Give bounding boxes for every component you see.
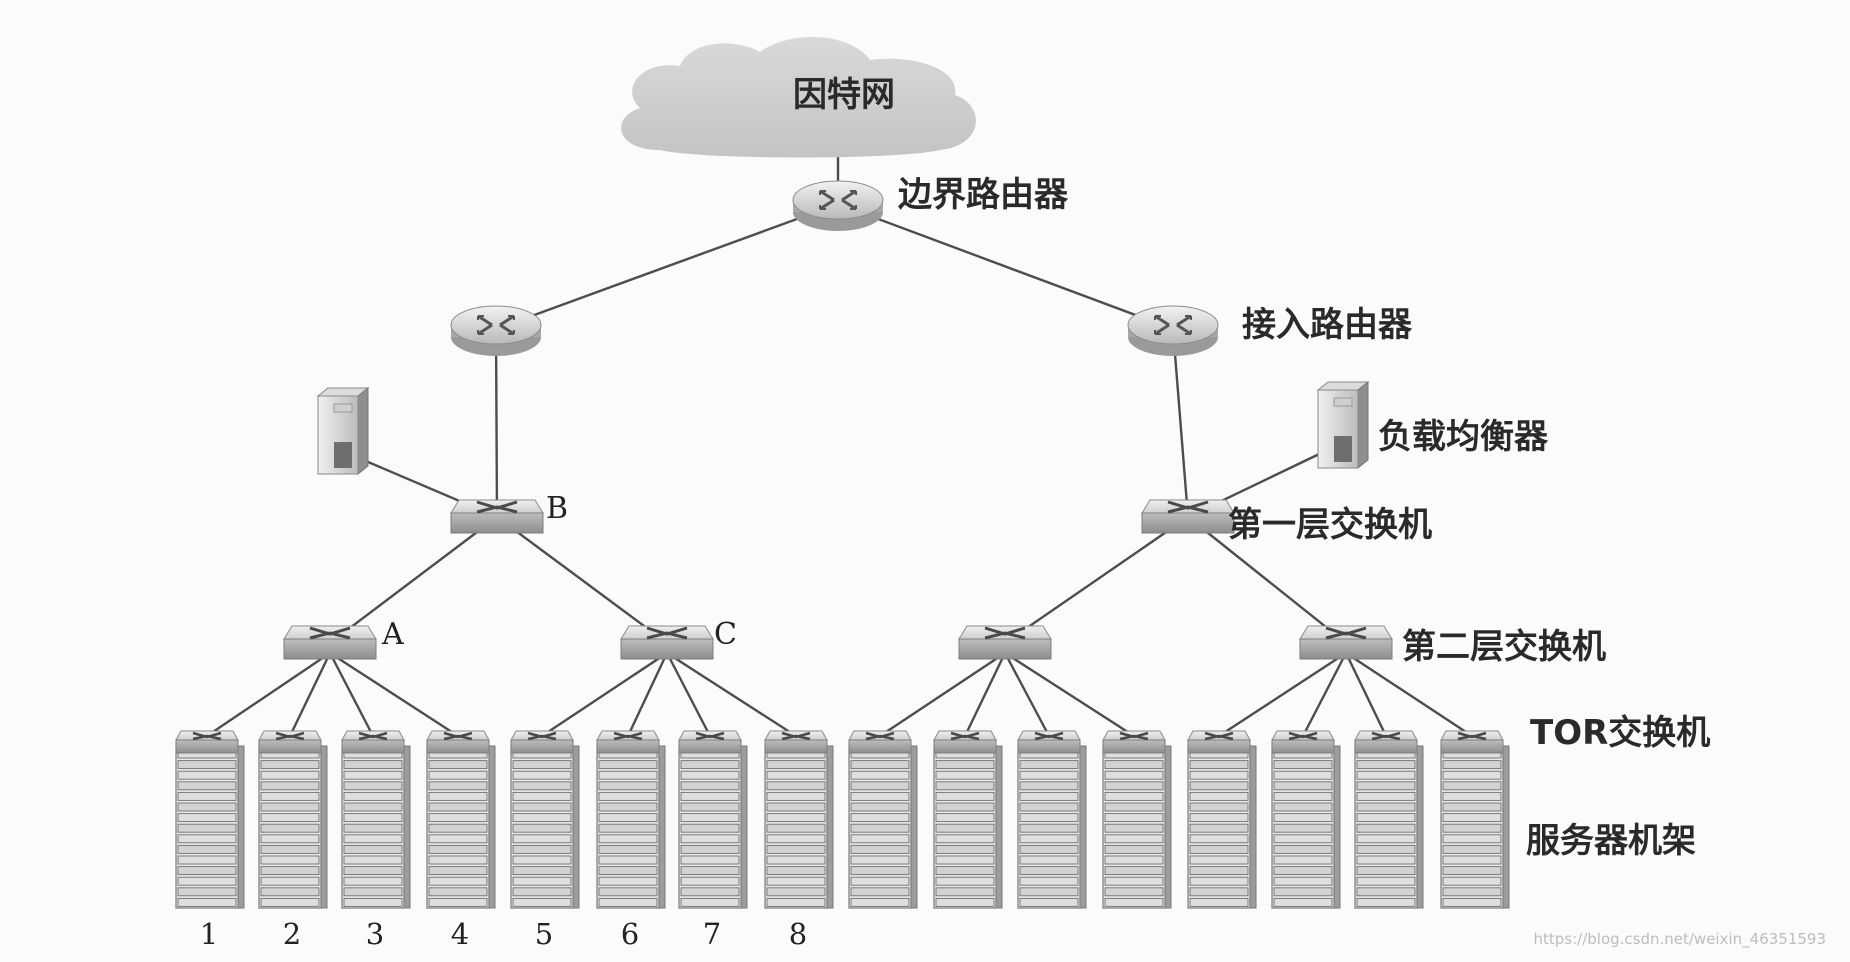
server-rack — [1187, 745, 1257, 909]
tor-switch-icon — [1439, 729, 1505, 755]
tor-switch-icon — [932, 729, 998, 755]
link — [1003, 652, 1051, 737]
tor-switch-icon — [425, 729, 491, 755]
access-router-icon — [1126, 304, 1220, 358]
border-router-label: 边界路由器 — [898, 175, 1068, 215]
link — [879, 652, 1006, 737]
link — [288, 652, 332, 737]
tor-switch-icon — [763, 729, 829, 755]
server-rack — [848, 745, 918, 909]
load-balancer-label: 负载均衡器 — [1378, 417, 1548, 457]
server-rack — [933, 745, 1003, 909]
internet-cloud — [621, 37, 976, 158]
switch-letter-c: C — [714, 617, 737, 652]
server-rack — [764, 745, 834, 909]
tier1-switch-label: 第一层交换机 — [1228, 505, 1432, 545]
link — [1004, 516, 1189, 644]
link — [1218, 651, 1347, 738]
tier2-switch-icon — [1298, 624, 1394, 661]
rack-number: 2 — [282, 917, 302, 951]
link — [837, 202, 1174, 331]
link — [329, 516, 498, 644]
server-rack — [1354, 745, 1424, 909]
link — [1345, 651, 1473, 738]
tor-switch-icon — [677, 729, 743, 755]
server-rack — [258, 745, 328, 909]
tor-switch-icon — [257, 729, 323, 755]
link — [541, 652, 668, 737]
access-router-label: 接入路由器 — [1242, 305, 1412, 345]
link — [1004, 651, 1135, 738]
rack-number: 4 — [450, 917, 470, 951]
link — [626, 652, 669, 737]
server-rack — [596, 745, 666, 909]
border-router-icon — [791, 179, 885, 233]
switch-letter-b: B — [546, 491, 569, 526]
tor-switch-icon — [174, 729, 240, 755]
tor-switch-icon — [509, 729, 575, 755]
tor-switch-icon — [1101, 729, 1167, 755]
server-rack — [341, 745, 411, 909]
link — [494, 328, 499, 518]
link — [496, 516, 668, 644]
tor-switch-icon — [595, 729, 661, 755]
tier2-switch-label: 第二层交换机 — [1402, 627, 1606, 667]
rack-number: 1 — [199, 917, 219, 951]
switch-letter-a: A — [382, 617, 404, 652]
server-rack — [1017, 745, 1087, 909]
tor-switch-icon — [1016, 729, 1082, 755]
link — [328, 652, 375, 737]
cloud-label: 因特网 — [793, 75, 895, 115]
devices — [174, 179, 1510, 909]
server-rack — [678, 745, 748, 909]
tor-switch-icon — [847, 729, 913, 755]
link — [665, 652, 712, 737]
rack-number: 8 — [788, 917, 808, 951]
tor-switch-icon — [1270, 729, 1336, 755]
tor-switch-label: TOR交换机 — [1530, 713, 1711, 753]
server-rack — [1271, 745, 1341, 909]
link — [1301, 652, 1348, 737]
link — [1187, 516, 1347, 644]
tier1-switch-icon — [449, 498, 545, 535]
server-rack — [426, 745, 496, 909]
tor-switch-icon — [340, 729, 406, 755]
server-rack — [1102, 745, 1172, 909]
rack-number: 3 — [365, 917, 385, 951]
load-balancer-icon — [1317, 381, 1369, 469]
rack-number: 5 — [534, 917, 554, 951]
server-rack — [175, 745, 245, 909]
access-router-icon — [449, 304, 543, 358]
tor-switch-icon — [1353, 729, 1419, 755]
server-rack — [1440, 745, 1510, 909]
link — [206, 652, 331, 737]
tier1-switch-icon — [1140, 498, 1236, 535]
link — [1171, 328, 1190, 518]
tier2-switch-icon — [619, 624, 715, 661]
server-rack — [510, 745, 580, 909]
link — [666, 651, 797, 738]
watermark: https://blog.csdn.net/weixin_46351593 — [1533, 930, 1826, 948]
rack-number: 7 — [702, 917, 722, 951]
rack-number: 6 — [620, 917, 640, 951]
link — [329, 651, 459, 738]
tier2-switch-icon — [957, 624, 1053, 661]
link — [1344, 652, 1388, 737]
tier2-switch-icon — [282, 624, 378, 661]
link — [495, 202, 839, 331]
tor-switch-icon — [1186, 729, 1252, 755]
server-rack-label: 服务器机架 — [1526, 821, 1696, 861]
server-icon — [317, 387, 369, 475]
link — [963, 652, 1007, 737]
